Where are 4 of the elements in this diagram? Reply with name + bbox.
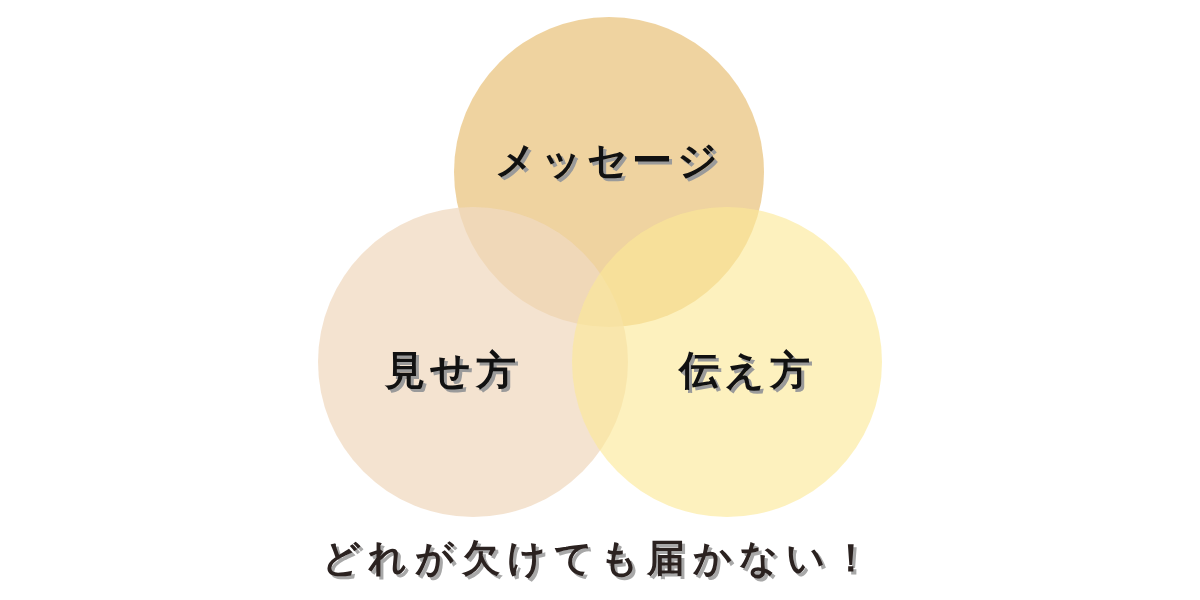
circle-label: 見せ方 bbox=[385, 346, 521, 395]
circle-label: 伝え方 bbox=[679, 346, 815, 395]
caption: どれが欠けても届かない！ bbox=[321, 535, 879, 582]
circle-label: メッセージ bbox=[495, 136, 723, 185]
